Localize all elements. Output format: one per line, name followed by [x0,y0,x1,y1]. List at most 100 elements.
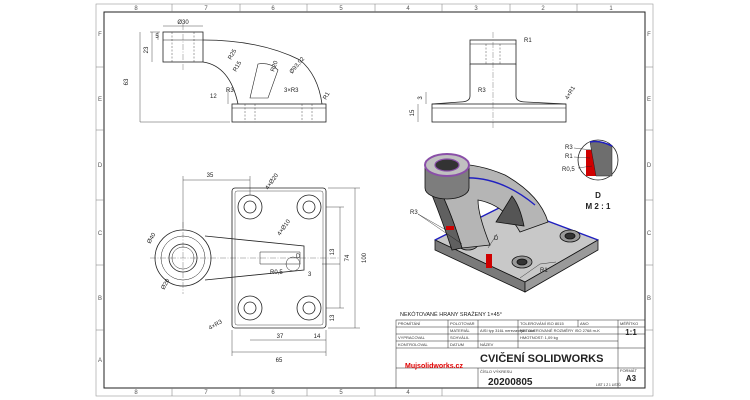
front-dim-r25: R25 [228,48,239,61]
zone-left-A: A [98,358,102,364]
tb-label-material: MATERIÁL [450,328,470,333]
top-hole-tr-outer [296,194,322,220]
iso-base-side [524,239,599,293]
top-dim-dia20: Ø20 [161,278,172,291]
tb-iso: NETOLEROVANÉ ROZMĚRY ISO 2768 m-K [520,328,600,333]
top-dim-13a: 13 [330,248,336,255]
side-dim-r3: R3 [478,88,486,94]
iso-label-d: D [494,236,499,242]
iso-label-r1: R1 [540,268,548,274]
top-dims [182,176,360,356]
top-detail-letter: D [296,254,301,260]
top-hole-tl-inner [243,200,257,214]
iso-labels: R3 D R1 [410,210,548,274]
side-web-left [431,64,471,105]
front-arm-window [249,63,279,99]
tb-format: A3 [626,374,637,383]
tb-label-vypracoval: VYPRACOVAL [398,335,426,340]
tb-drawing-no: 20200805 [488,377,533,388]
iso-leaders [417,213,557,279]
tb-nazev-label: NÁZEV [480,342,494,347]
front-dim-23: 23 [144,46,150,53]
iso-red-fillet-2 [446,226,454,230]
zone-top-4: 4 [406,6,410,12]
tb-label-datum: DATUM [450,342,464,347]
zone-top-3: 3 [474,6,478,12]
tb-label-kontroloval: KONTROLOVAL [398,342,428,347]
tb-label-polotovar: POLOTOVAR [450,321,475,326]
front-dim-12: 12 [210,94,217,100]
front-base [231,103,327,123]
front-arm-top [202,39,323,105]
top-dim-74: 74 [345,254,351,261]
top-dim-65: 65 [276,358,283,364]
top-hole-bl-inner [243,301,257,315]
tb-mass: HMOTNOST: 1,09 kg [520,335,558,340]
zone-bottom-5: 5 [339,390,343,396]
tb-tolerance: TOLEROVÁNÍ ISO 8015 [520,321,564,326]
top-hole-bl-outer [237,295,263,321]
zone-right-E: E [647,97,651,103]
side-dims [417,92,427,122]
detail-label-r1: R1 [565,154,573,160]
front-dim-dia30: Ø30 [177,20,189,26]
title-block: NEKÓTOVANÉ HRANY SRAŽENY 1×45° PROMÍTÁNÍ… [395,310,646,389]
tb-scale: 1:1 [625,328,637,337]
zone-right-F: F [647,32,651,38]
zone-left-D: D [98,163,103,169]
top-dim-14: 14 [314,334,321,340]
front-dim-r3: R3 [226,88,234,94]
tb-logo: Mujsolidworks.cz [405,363,463,370]
top-hole-tr-inner [302,200,316,214]
zone-right-B: B [647,296,651,302]
top-dim-3: 3 [308,272,312,278]
zone-left-F: F [98,32,102,38]
front-view [139,24,327,123]
top-dim-r05: R0,5 [270,270,283,276]
top-dim-35: 35 [207,173,214,179]
tb-sheet: LIST 1 Z 1 LISTŮ [596,382,621,387]
zone-labels: 8 7 6 5 4 3 2 1 8 7 6 5 4 F E D C B A F … [98,6,652,396]
iso-arm-blue-edge [462,177,536,206]
zone-ticks [96,4,653,396]
top-view [150,176,360,356]
top-dim-100: 100 [362,252,368,263]
side-view [417,32,567,128]
detail-blue-edge [589,140,613,147]
front-dim-3xr3: 3×R3 [284,88,299,94]
detail-view: R3 R1 R0,5 D M 2 : 1 [562,139,619,211]
detail-label-r05: R0,5 [562,167,575,173]
zone-top-1: 1 [609,6,613,12]
iso-hole-2-inner [516,258,528,266]
side-web-right [515,64,567,105]
top-dim-37: 37 [277,334,284,340]
front-arm-bottom [202,61,239,105]
zone-top-2: 2 [541,6,545,12]
iso-label-r3: R3 [410,210,418,216]
top-detail-circle [285,256,301,272]
zone-left-C: C [98,231,103,237]
zone-left-E: E [98,97,102,103]
tb-material: AISI typ 316L nerezavějící ocel [480,328,535,333]
front-dim-r1: R1 [323,91,332,101]
tb-ano: ANO [580,321,589,326]
front-dim-r20: R20 [270,60,280,73]
tb-label-schvalil: SCHVÁLIL [450,335,470,340]
iso-red-fillet-1 [486,254,492,268]
zone-bottom-6: 6 [271,390,275,396]
top-dim-13b: 13 [330,314,336,321]
zone-bottom-4: 4 [406,390,410,396]
zone-bottom-7: 7 [204,390,208,396]
outer-border [95,3,654,397]
tb-drawing-no-label: ČÍSLO VÝKRESU [480,369,512,374]
front-dim-63: 63 [124,78,130,85]
front-dim-r15: R15 [233,60,244,73]
zone-top-5: 5 [339,6,343,12]
detail-caption-letter: D [595,191,601,200]
detail-leaders [573,147,593,169]
top-dim-dia40: Ø40 [147,232,158,245]
zone-left-B: B [98,296,102,302]
top-hole-br-inner [302,301,316,315]
zone-bottom-8: 8 [134,390,138,396]
